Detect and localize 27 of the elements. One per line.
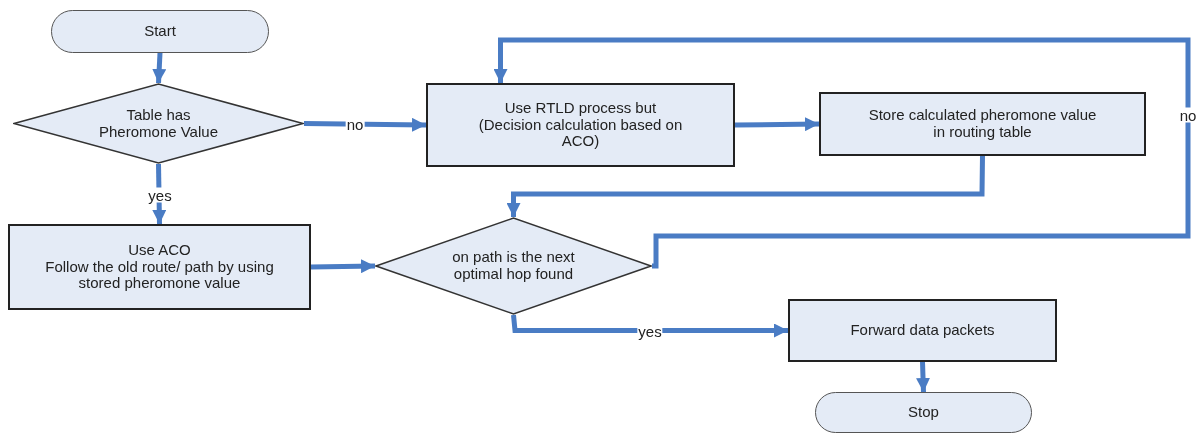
arrow [310,259,376,274]
box-text: Forward data packets [850,322,995,339]
arrow [511,314,788,338]
box-text: Follow the old route/ path by using stored pheromone value [44,258,275,293]
decision-diamond [13,83,304,164]
decision-diamond [375,217,652,315]
process-box [426,83,735,167]
arrow [916,361,931,393]
box-text: Use RTLD process but (Decision calculation based on ACO) [477,99,684,151]
terminal-pill [815,392,1032,433]
edge-label: yes [147,187,173,203]
box-heading: Use ACO [128,241,191,259]
process-box [8,224,311,310]
arrow [303,117,427,132]
process-box [788,299,1057,362]
arrow [152,52,167,84]
box-text: Start [144,23,176,40]
box-text: on path is the next optimal hop found [451,249,576,283]
process-box [819,92,1146,156]
edge-label: no [1178,107,1198,123]
arrow [493,37,1191,269]
box-text: Store calculated pheromone value in routing table [867,107,1098,141]
box-text: Table has Pheromone Value [98,106,219,141]
arrow [506,155,985,217]
arrow [734,117,820,132]
terminal-pill [51,10,269,53]
box-text: Stop [908,404,939,421]
